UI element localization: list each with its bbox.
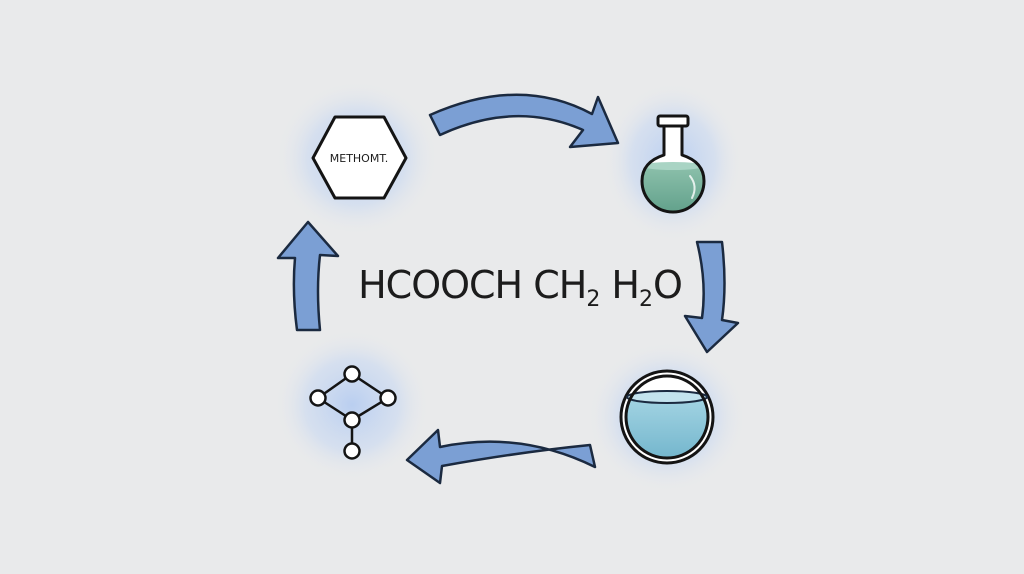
arrow-left bbox=[276, 220, 340, 332]
beaker-icon bbox=[619, 369, 715, 465]
arrow-bottom bbox=[405, 428, 597, 485]
formula-part-2: H bbox=[600, 263, 640, 307]
arrow-top bbox=[428, 93, 620, 149]
arrow-right bbox=[683, 240, 740, 354]
formula-subscript-1: 2 bbox=[586, 287, 601, 312]
hexagon-icon: METHOMT. bbox=[311, 115, 408, 200]
hexagon-label: METHOMT. bbox=[330, 152, 389, 165]
flask-icon bbox=[640, 114, 706, 214]
formula-part-3: O bbox=[652, 263, 683, 307]
formula-subscript-2: 2 bbox=[638, 287, 653, 312]
molecule-glow bbox=[274, 329, 430, 481]
chemical-formula: HCOOCH CH2 H2O bbox=[340, 262, 700, 323]
formula-part-1: HCOOCH CH bbox=[358, 263, 587, 307]
glow-layer bbox=[274, 80, 747, 493]
molecule-icon bbox=[309, 365, 397, 460]
